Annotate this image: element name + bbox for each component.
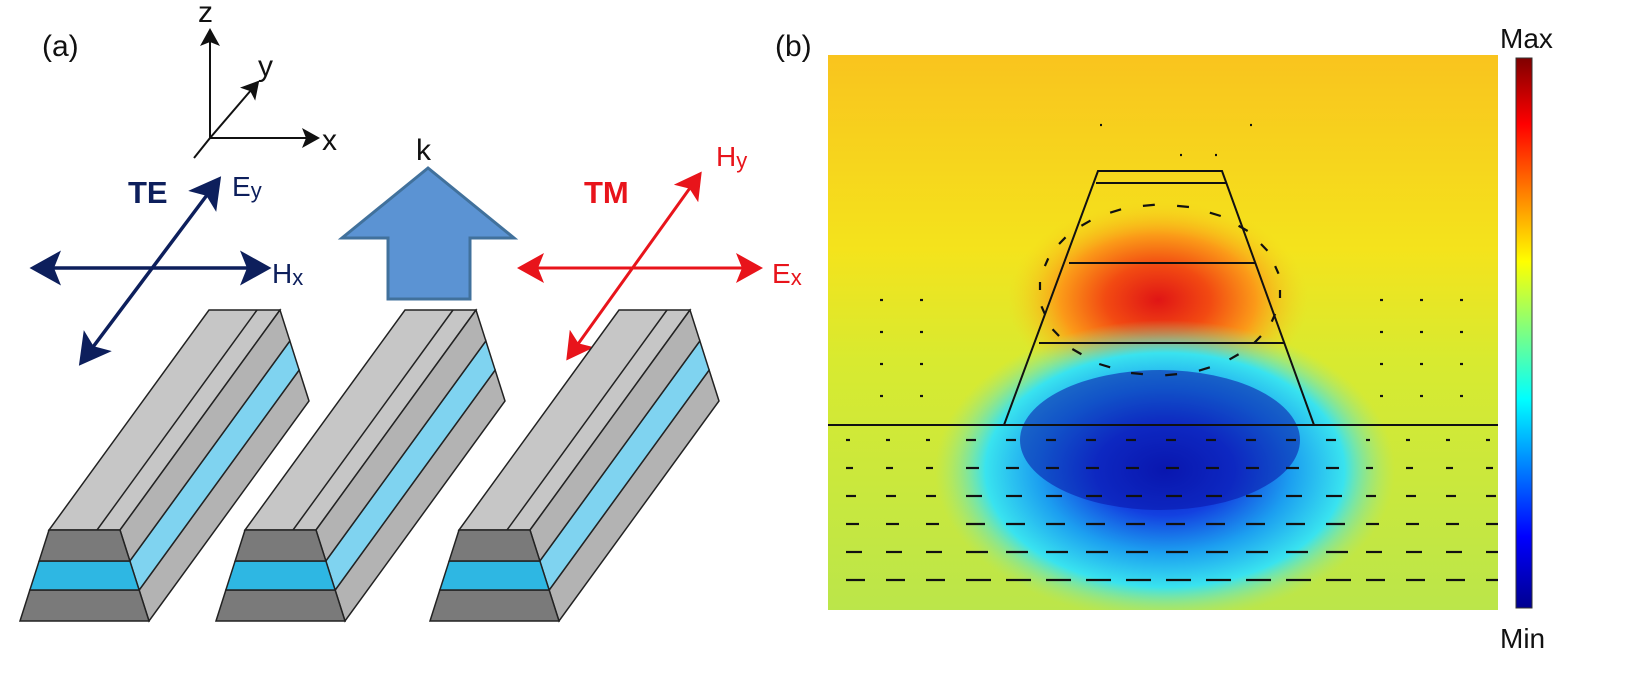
ridge-waveguides bbox=[18, 308, 720, 623]
panel-a-label: (a) bbox=[42, 30, 79, 63]
te-label: TE bbox=[128, 175, 168, 210]
ridge-front-upper-cladding bbox=[234, 529, 327, 562]
ridge-front-core bbox=[224, 560, 337, 591]
tm-e-field-label: Ex bbox=[772, 258, 802, 290]
negative-y-axis bbox=[193, 137, 211, 159]
field-vector bbox=[1109, 208, 1122, 214]
field-vector bbox=[1228, 353, 1240, 361]
ridge-edge-line bbox=[506, 309, 668, 531]
waveguide-outline bbox=[828, 170, 1498, 426]
te-polarization: TE Ey Hx bbox=[29, 171, 303, 366]
field-vector bbox=[1040, 305, 1046, 315]
z-axis-label: z bbox=[198, 0, 213, 29]
field-vector bbox=[1058, 236, 1067, 245]
field-vector bbox=[1209, 211, 1222, 218]
panel-b: (b) Max Min bbox=[775, 23, 1553, 654]
y-axis-label: y bbox=[258, 50, 273, 83]
ridge-front-lower-cladding bbox=[18, 589, 151, 622]
field-vector bbox=[1098, 362, 1111, 369]
field-vector bbox=[1165, 373, 1178, 377]
field-vector bbox=[1130, 371, 1144, 376]
tm-h-field-label: Hy bbox=[716, 141, 747, 173]
ridge-front-core bbox=[28, 560, 141, 591]
ridge-edge-line bbox=[292, 309, 454, 531]
ridge-front-lower-cladding bbox=[214, 589, 347, 622]
ridge-front-upper-cladding bbox=[448, 529, 541, 562]
field-vector bbox=[1260, 243, 1269, 252]
tm-polarization: TM Hy Ex bbox=[517, 141, 802, 361]
panel-b-label: (b) bbox=[775, 30, 812, 63]
colorbar-max-label: Max bbox=[1500, 23, 1553, 54]
colorbar-min-label: Min bbox=[1500, 623, 1545, 654]
te-h-field-label: Hx bbox=[272, 258, 303, 290]
coordinate-axes bbox=[193, 28, 320, 159]
field-vector bbox=[1176, 204, 1190, 209]
field-minimum-core bbox=[1020, 370, 1300, 510]
ridge-edge-line bbox=[96, 309, 258, 531]
field-vector bbox=[1080, 219, 1092, 227]
field-vector bbox=[1051, 328, 1060, 337]
tm-label: TM bbox=[584, 175, 629, 210]
x-axis-label: x bbox=[322, 124, 337, 157]
y-axis bbox=[209, 80, 260, 139]
field-vector bbox=[1142, 203, 1155, 207]
field-vector bbox=[1253, 335, 1262, 344]
wave-vector-arrow bbox=[337, 166, 519, 301]
te-e-field-label: Ey bbox=[232, 171, 262, 203]
field-vector bbox=[1274, 265, 1280, 275]
ridge-outline bbox=[1002, 170, 1316, 426]
ridge-front-core bbox=[438, 560, 551, 591]
ridge-front-lower-cladding bbox=[428, 589, 561, 622]
ridge-front-upper-cladding bbox=[38, 529, 131, 562]
field-vector-arrows bbox=[846, 123, 1498, 582]
wave-vector-label: k bbox=[416, 134, 432, 167]
field-map bbox=[828, 55, 1498, 610]
field-vector bbox=[1198, 366, 1211, 372]
field-vector bbox=[1043, 257, 1050, 267]
panel-a: (a) z y x k TE Ey Hx TM Hy Ex bbox=[18, 0, 802, 623]
colorbar bbox=[1515, 57, 1533, 609]
field-vector bbox=[1071, 348, 1082, 356]
